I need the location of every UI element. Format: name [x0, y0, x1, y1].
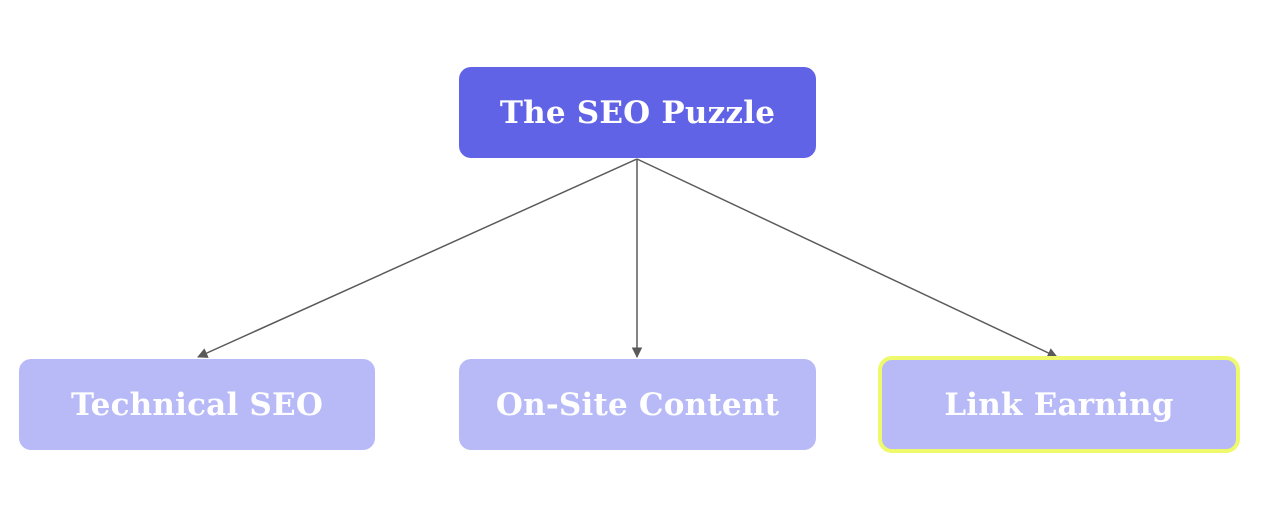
- node-label: Link Earning: [944, 386, 1174, 423]
- node-label: Technical SEO: [70, 386, 324, 423]
- node-label: The SEO Puzzle: [499, 94, 776, 131]
- edge-root-to-technical-seo: [197, 158, 638, 358]
- node-link-earning[interactable]: Link Earning: [878, 356, 1240, 453]
- edge-root-to-link-earning: [636, 158, 1058, 358]
- node-the-seo-puzzle[interactable]: The SEO Puzzle: [459, 67, 816, 158]
- node-technical-seo[interactable]: Technical SEO: [19, 359, 375, 450]
- node-on-site-content[interactable]: On-Site Content: [459, 359, 816, 450]
- node-label: On-Site Content: [495, 386, 780, 423]
